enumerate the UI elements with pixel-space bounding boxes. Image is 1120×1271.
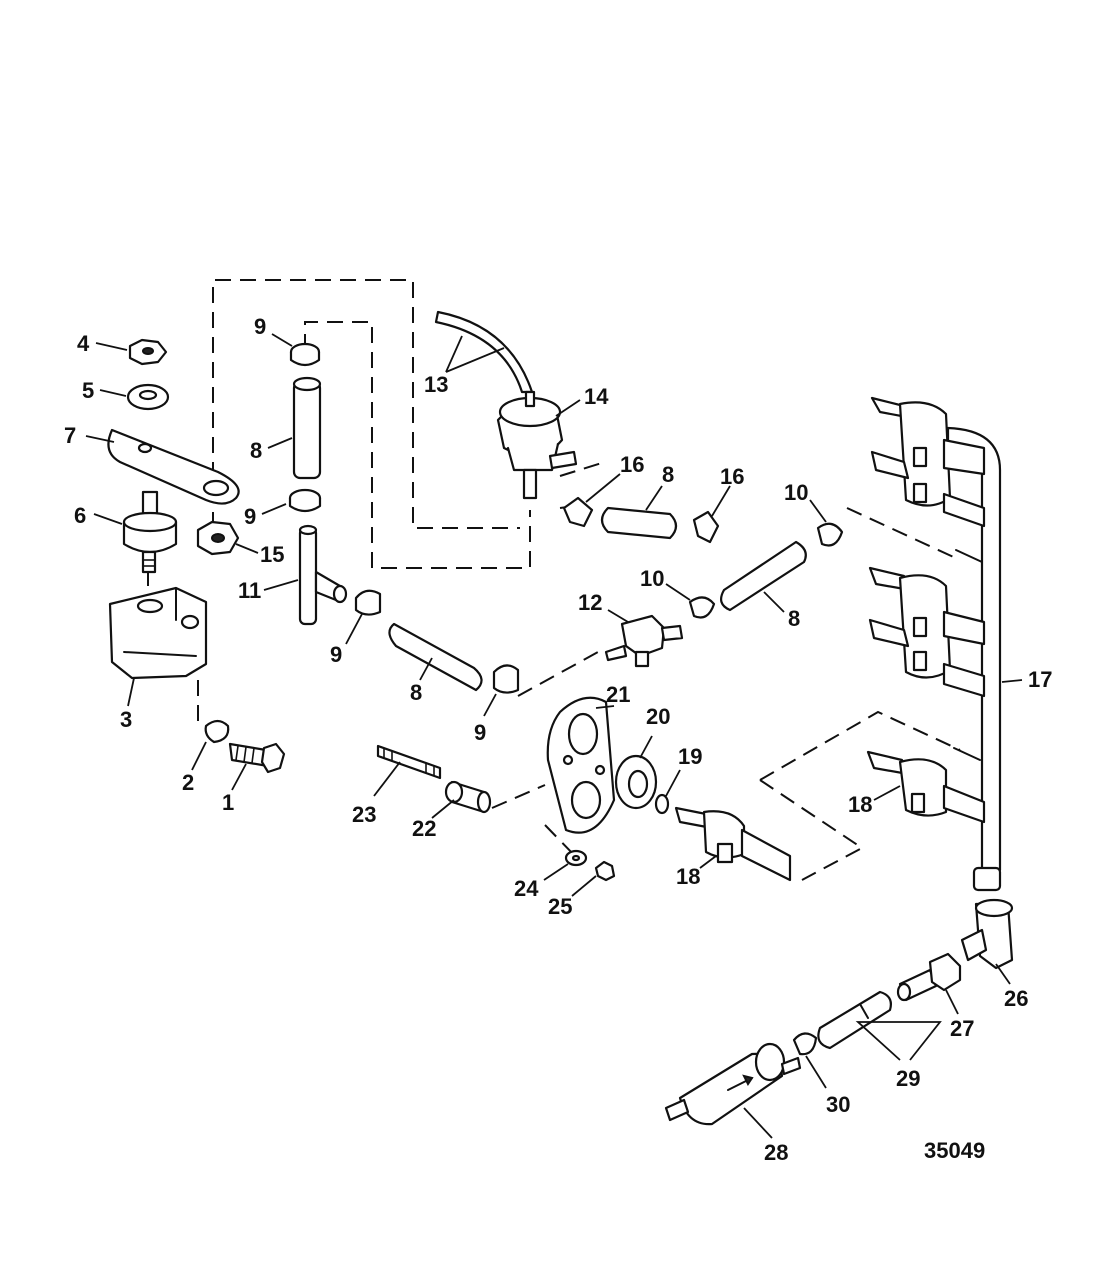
part-15-nut xyxy=(196,520,240,556)
callout-8-short-hose: 8 xyxy=(662,462,674,487)
part-20-seal-ring xyxy=(614,754,658,810)
callout-17: 17 xyxy=(1028,667,1052,692)
callout-13: 13 xyxy=(424,372,448,397)
callout-9-mid: 9 xyxy=(330,642,342,667)
callout-26: 26 xyxy=(1004,986,1028,1011)
callout-10-right: 10 xyxy=(784,480,808,505)
part-8-hose-long xyxy=(719,540,807,612)
part-1-bolt xyxy=(228,742,286,774)
callout-9-top: 9 xyxy=(254,314,266,339)
callout-5: 5 xyxy=(82,378,94,403)
part-5-washer xyxy=(126,383,170,411)
part-2-lock-washer xyxy=(204,719,230,744)
callout-22: 22 xyxy=(412,816,436,841)
callout-3: 3 xyxy=(120,707,132,732)
callout-9-lower: 9 xyxy=(244,504,256,529)
callout-8-diagonal-hose: 8 xyxy=(410,680,422,705)
callout-4: 4 xyxy=(77,331,90,356)
part-8-hose-vertical xyxy=(292,376,322,480)
callout-30: 30 xyxy=(826,1092,850,1117)
callout-10-left: 10 xyxy=(640,566,664,591)
part-10-clip-right xyxy=(816,522,844,547)
callout-1: 1 xyxy=(222,790,234,815)
part-28-fuel-filter xyxy=(664,1042,802,1126)
callout-19: 19 xyxy=(678,744,702,769)
callout-16-right: 16 xyxy=(720,464,744,489)
drawing-number: 35049 xyxy=(924,1138,985,1163)
part-8-hose-short xyxy=(600,506,678,540)
callout-20: 20 xyxy=(646,704,670,729)
part-9-clamp-mid xyxy=(354,589,382,616)
callout-14: 14 xyxy=(584,384,609,409)
callout-25: 25 xyxy=(548,894,572,919)
part-9-clamp-top xyxy=(289,342,321,367)
part-4-nut xyxy=(128,338,168,366)
callout-6: 6 xyxy=(74,503,86,528)
dashed-routing-lines xyxy=(147,279,961,881)
callout-21: 21 xyxy=(606,682,630,707)
callout-18-front: 18 xyxy=(676,864,700,889)
fuel-injector-group-mid xyxy=(868,549,986,698)
part-24-washer xyxy=(564,849,588,867)
callout-8-vertical-hose: 8 xyxy=(250,438,262,463)
callout-15: 15 xyxy=(260,542,284,567)
callout-28: 28 xyxy=(764,1140,788,1165)
callout-7: 7 xyxy=(64,423,76,448)
part-9-clamp-lower xyxy=(288,488,322,513)
callout-16-left: 16 xyxy=(620,452,644,477)
part-13-vacuum-hose xyxy=(434,310,534,394)
callout-23: 23 xyxy=(352,802,376,827)
callout-8-long-hose: 8 xyxy=(788,606,800,631)
callout-11: 11 xyxy=(238,578,261,603)
part-10-clip-left xyxy=(688,596,716,619)
part-23-stud xyxy=(376,744,442,780)
callout-18-right: 18 xyxy=(848,792,872,817)
part-22-spacer xyxy=(444,780,492,814)
part-25-nut xyxy=(594,860,616,882)
callout-24: 24 xyxy=(514,876,539,901)
part-19-o-ring xyxy=(654,793,670,815)
part-3-mounting-block xyxy=(108,586,208,680)
part-12-elbow-fitting xyxy=(604,614,684,668)
part-26-elbow-fitting xyxy=(960,898,1014,970)
part-9-clamp-low xyxy=(492,664,520,694)
part-11-tee-fitting xyxy=(298,524,348,626)
part-8-hose-diagonal xyxy=(388,622,483,692)
fuel-injector-group-top xyxy=(870,396,986,528)
callout-2: 2 xyxy=(182,770,194,795)
callout-29: 29 xyxy=(896,1066,920,1091)
fuel-injector-single-right xyxy=(866,747,986,824)
part-14-pressure-regulator xyxy=(496,390,578,500)
callout-labels: 4 5 7 6 3 2 1 15 9 8 9 11 9 8 9 13 14 16… xyxy=(64,314,1052,1165)
part-16-clamp-left xyxy=(562,496,594,528)
part-21-injector-holder xyxy=(546,696,616,834)
part-30-clamp xyxy=(792,1032,818,1056)
part-7-bracket-plate xyxy=(107,428,240,505)
part-27-hose-fitting xyxy=(896,952,962,1002)
callout-27: 27 xyxy=(950,1016,974,1041)
callout-12: 12 xyxy=(578,590,602,615)
part-16-clamp-right xyxy=(692,510,720,544)
part-18-injector-front xyxy=(674,806,792,882)
leader-lines xyxy=(85,333,1023,1139)
part-29-fuel-hose xyxy=(817,990,892,1050)
part-6-isolator-mount xyxy=(122,490,178,574)
callout-9-low: 9 xyxy=(474,720,486,745)
